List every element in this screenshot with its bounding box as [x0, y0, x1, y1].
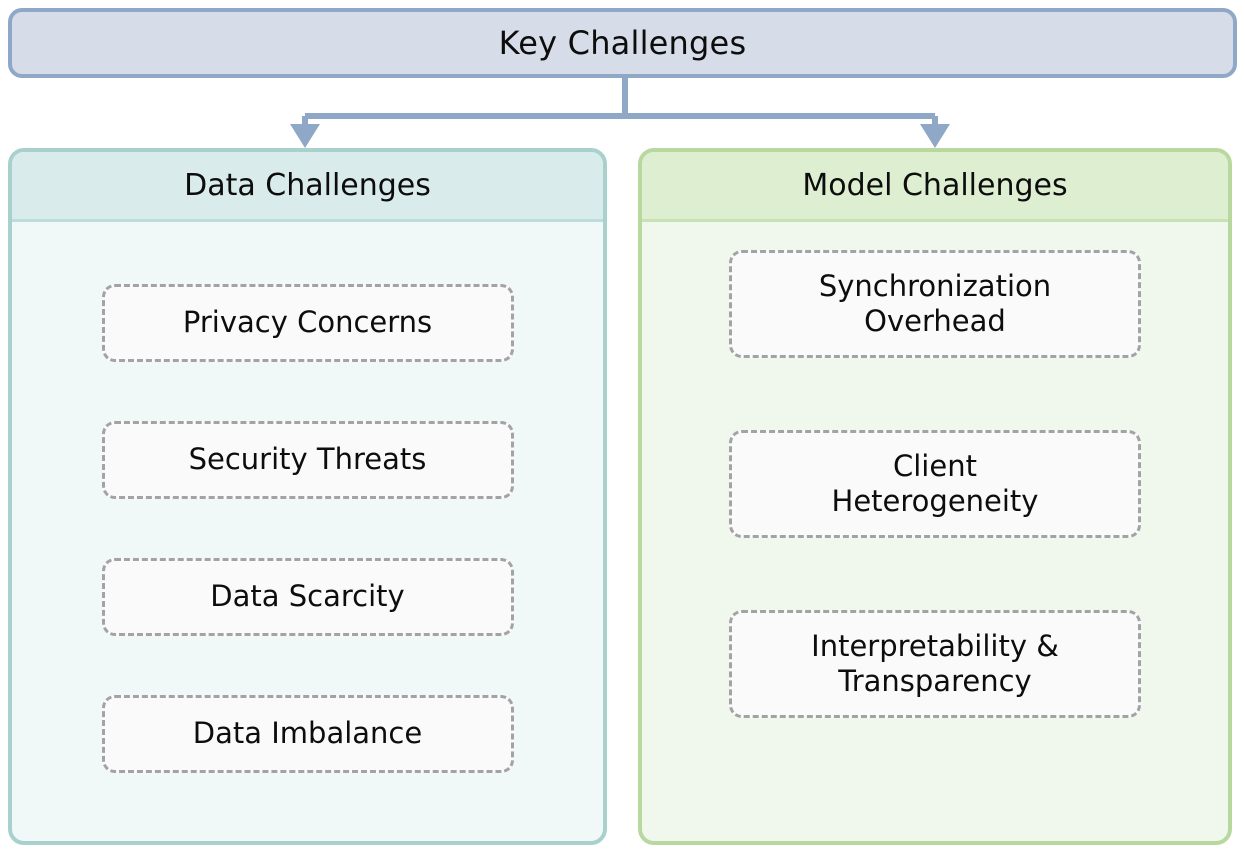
- branch-body-model-challenges: Synchronization Overhead Client Heteroge…: [642, 222, 1228, 841]
- branch-panel-model-challenges[interactable]: Model Challenges Synchronization Overhea…: [638, 148, 1232, 845]
- leaf-item-label: Data Imbalance: [192, 716, 423, 751]
- leaf-item-label: Client Heterogeneity: [831, 448, 1039, 518]
- branch-header-data-challenges: Data Challenges: [12, 152, 603, 222]
- branch-body-data-challenges: Privacy Concerns Security Threats Data S…: [12, 222, 603, 841]
- branch-header-model-challenges: Model Challenges: [642, 152, 1228, 222]
- node-key-challenges-label: Key Challenges: [498, 24, 747, 62]
- leaf-item-synchronization-overhead[interactable]: Synchronization Overhead: [729, 250, 1141, 358]
- arrowhead-left-icon: [290, 124, 320, 148]
- leaf-item-label: Privacy Concerns: [182, 305, 433, 340]
- node-key-challenges[interactable]: Key Challenges: [8, 8, 1237, 78]
- leaf-item-interpretability-transparency[interactable]: Interpretability & Transparency: [729, 610, 1141, 718]
- branch-panel-data-challenges[interactable]: Data Challenges Privacy Concerns Securit…: [8, 148, 607, 845]
- leaf-item-label: Interpretability & Transparency: [811, 628, 1059, 698]
- leaf-item-label: Data Scarcity: [210, 579, 405, 614]
- arrowhead-right-icon: [920, 124, 950, 148]
- branch-header-label-data-challenges: Data Challenges: [184, 167, 431, 203]
- branch-header-label-model-challenges: Model Challenges: [802, 167, 1068, 203]
- leaf-item-privacy-concerns[interactable]: Privacy Concerns: [101, 284, 514, 362]
- leaf-item-label: Security Threats: [188, 442, 427, 477]
- leaf-item-data-scarcity[interactable]: Data Scarcity: [101, 558, 514, 636]
- leaf-item-client-heterogeneity[interactable]: Client Heterogeneity: [729, 430, 1141, 538]
- leaf-item-security-threats[interactable]: Security Threats: [101, 421, 514, 499]
- leaf-item-data-imbalance[interactable]: Data Imbalance: [101, 695, 514, 773]
- leaf-item-label: Synchronization Overhead: [818, 268, 1052, 338]
